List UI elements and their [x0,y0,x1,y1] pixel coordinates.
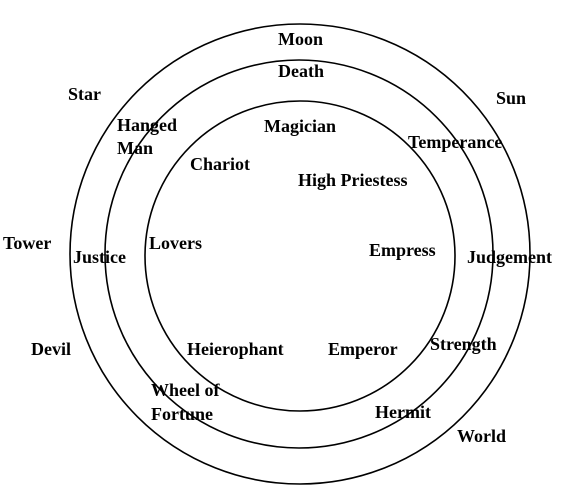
inner-ring [144,100,456,412]
label-star: Star [68,84,101,104]
label-wheel-of-fortune-line2: Fortune [151,404,213,424]
label-hanged-man-line2: Man [117,138,153,158]
label-strength: Strength [430,334,497,354]
label-lovers: Lovers [149,233,202,253]
label-death: Death [278,61,324,81]
label-devil: Devil [31,339,71,359]
label-moon: Moon [278,29,323,49]
label-high-priestess: High Priestess [298,170,408,190]
label-justice: Justice [73,247,126,267]
label-hermit: Hermit [375,402,431,422]
label-wheel-of-fortune-line1: Wheel of [151,380,220,400]
outer-ring [69,23,531,485]
label-hanged-man-line1: Hanged [117,115,177,135]
label-chariot: Chariot [190,154,250,174]
label-emperor: Emperor [328,339,398,359]
label-empress: Empress [369,240,436,260]
label-judgement: Judgement [467,247,552,267]
middle-ring [104,59,494,449]
label-world: World [457,426,506,446]
label-heierophant: Heierophant [187,339,284,359]
label-magician: Magician [264,116,336,136]
label-tower: Tower [3,233,51,253]
label-temperance: Temperance [408,132,502,152]
label-sun: Sun [496,88,526,108]
